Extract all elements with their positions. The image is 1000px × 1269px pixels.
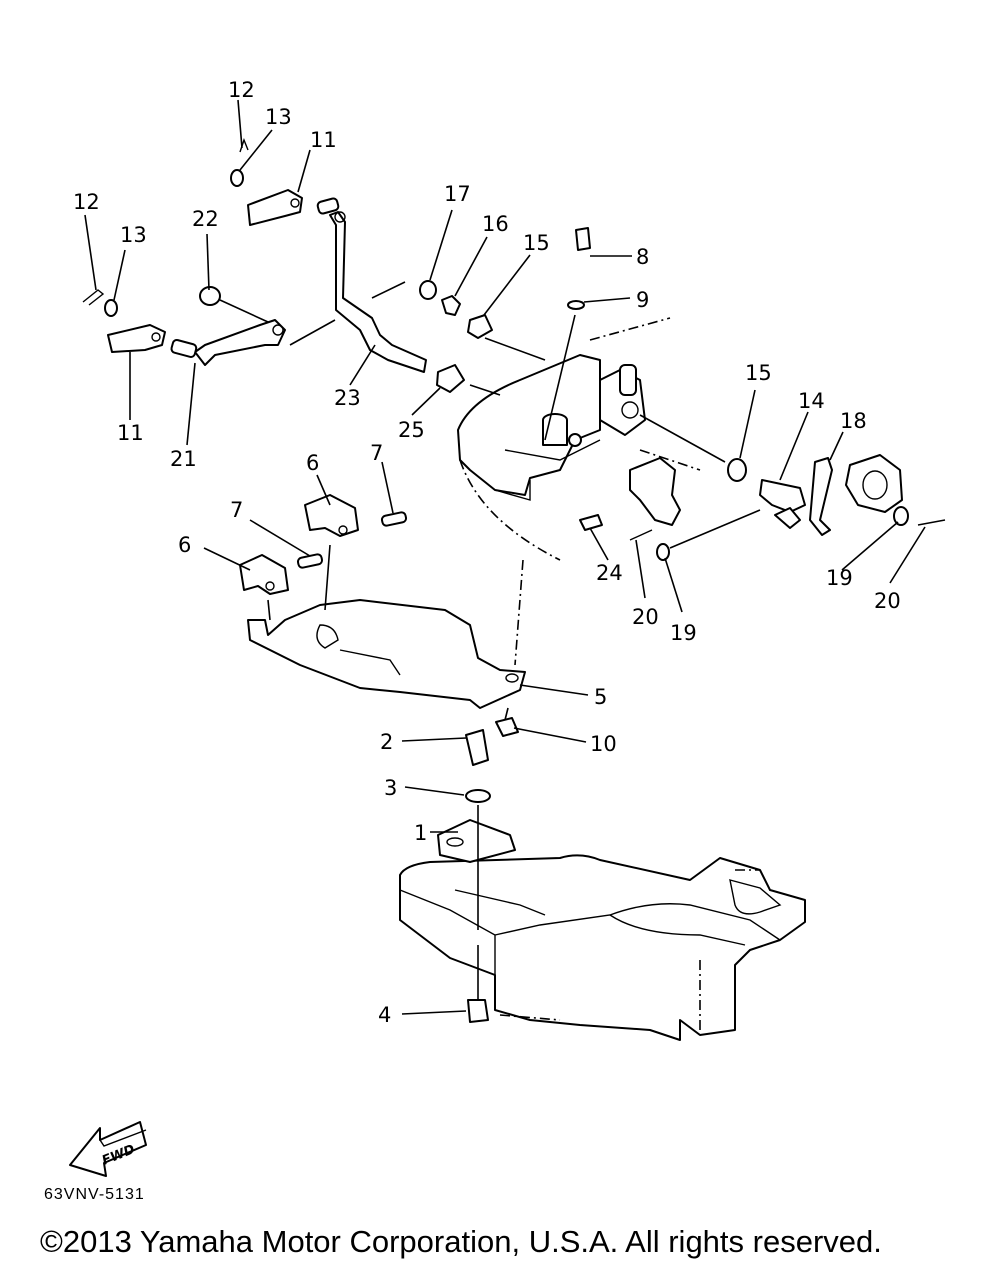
callout-19-lower: 19: [670, 621, 697, 645]
fwd-arrow-icon: FWD: [69, 1121, 147, 1177]
callout-20-lower: 20: [632, 605, 659, 629]
copyright-notice: ©2013 Yamaha Motor Corporation, U.S.A. A…: [40, 1224, 882, 1259]
upper-cowling: [457, 317, 701, 561]
diagram-code: 63VNV-5131: [44, 1186, 145, 1203]
callout-3: 3: [384, 776, 397, 800]
callout-4: 4: [378, 1003, 391, 1027]
callout-14: 14: [798, 389, 825, 413]
callout-7-lower: 7: [230, 498, 243, 522]
callout-1: 1: [414, 821, 427, 845]
callout-18: 18: [840, 409, 867, 433]
callout-13-lower: 13: [120, 223, 147, 247]
rod-end-11-upper: [247, 189, 303, 226]
assembly-lines: [219, 281, 761, 1000]
small-parts: [82, 137, 946, 1023]
callout-15-right: 15: [745, 361, 772, 385]
callout-21: 21: [170, 447, 197, 471]
callout-20-right: 20: [874, 589, 901, 613]
callout-5: 5: [594, 685, 607, 709]
bracket-part-5: [247, 599, 526, 709]
part-6-lower: [239, 554, 289, 595]
callout-11-upper: 11: [310, 128, 337, 152]
rod-end-11-lower: [107, 324, 166, 353]
leader-lines: [84, 99, 926, 1015]
callout-11-lower: 11: [117, 421, 144, 445]
callout-13-upper: 13: [265, 105, 292, 129]
callout-25: 25: [398, 418, 425, 442]
callout-2: 2: [380, 730, 393, 754]
callout-12-lower: 12: [73, 190, 100, 214]
callout-23: 23: [334, 386, 361, 410]
shift-arm-23: [316, 197, 427, 373]
callout-17: 17: [444, 182, 471, 206]
callout-7-upper: 7: [370, 441, 383, 465]
callout-12-upper: 12: [228, 78, 255, 102]
linkage-right: [542, 364, 903, 536]
callout-16: 16: [482, 212, 509, 236]
callout-9: 9: [636, 288, 649, 312]
callout-10: 10: [590, 732, 617, 756]
callout-19-right: 19: [826, 566, 853, 590]
callout-6-upper: 6: [306, 451, 319, 475]
bottom-cowling: [399, 854, 806, 1041]
lever-21: [170, 319, 286, 366]
callout-22: 22: [192, 207, 219, 231]
callout-8: 8: [636, 245, 649, 269]
callout-6-lower: 6: [178, 533, 191, 557]
part-6-upper: [304, 494, 359, 537]
callout-15-upper: 15: [523, 231, 550, 255]
callout-24: 24: [596, 561, 623, 585]
callouts: 1 2 3 4 5 6 6 7 7 8 9 10 11 11 12 12 13 …: [73, 78, 901, 1027]
